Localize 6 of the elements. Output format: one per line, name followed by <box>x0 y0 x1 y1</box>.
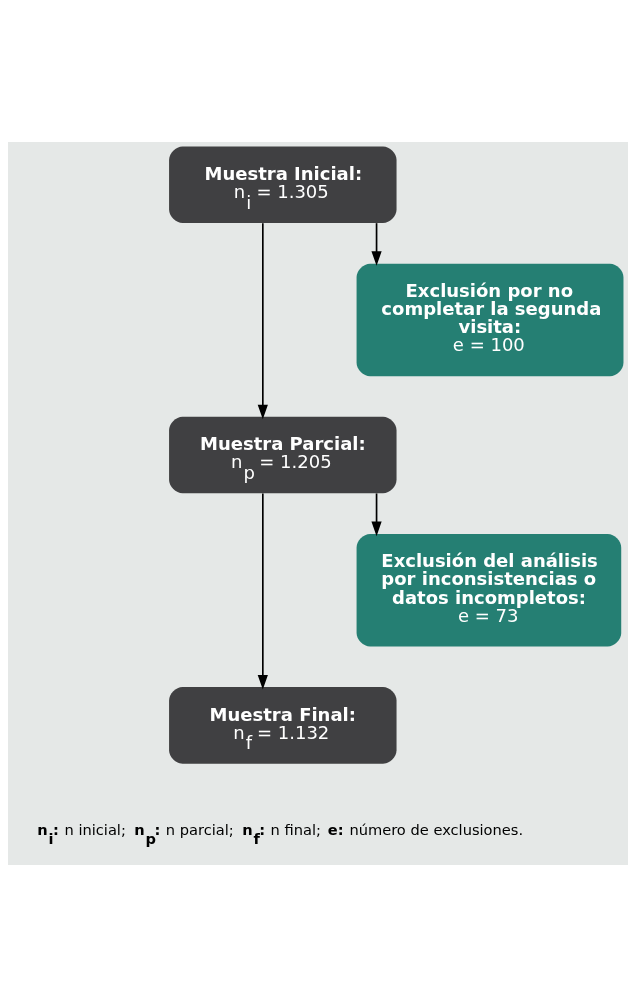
node-box: Exclusión por no completar la segunda visita: e = 100 <box>356 263 624 376</box>
arrow <box>257 221 268 419</box>
arrow <box>257 492 268 690</box>
arrow <box>371 221 382 266</box>
node-box: Exclusión del análisis por inconsistencias o datos incompletos: e = 73 <box>356 533 622 646</box>
arrow <box>371 492 382 536</box>
